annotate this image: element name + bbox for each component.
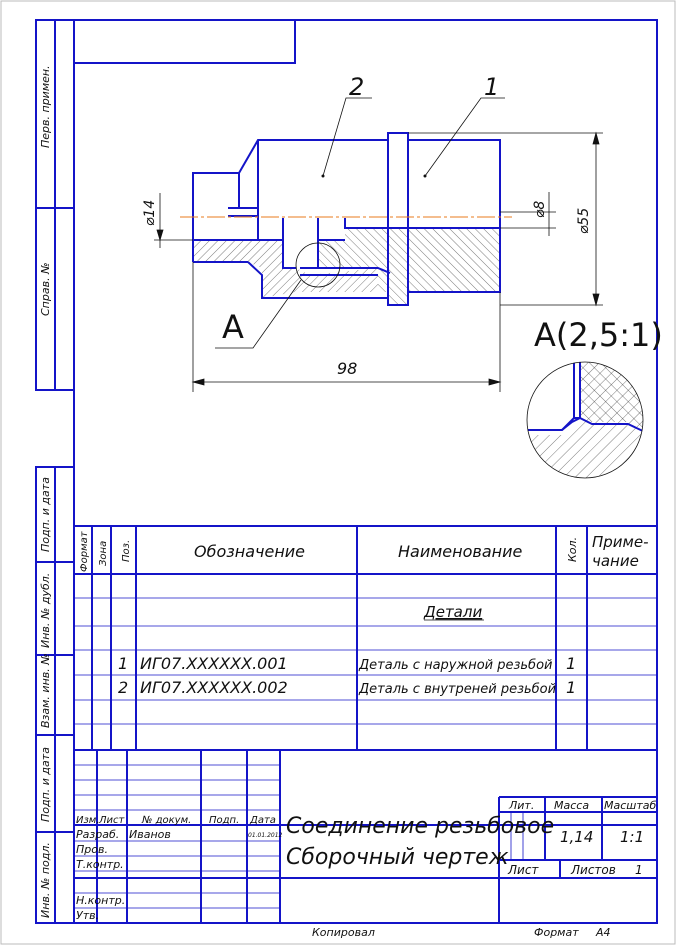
assembly-outline: [192, 132, 501, 306]
prov-label: Пров.: [76, 843, 108, 856]
row-qty: 1: [566, 654, 576, 673]
list-label: Лист: [507, 863, 539, 877]
view-label-a: A: [222, 308, 244, 346]
razrab-name: Иванов: [129, 828, 171, 841]
side-label-inv-podl: Инв. № подл.: [39, 842, 52, 918]
sheet-footer: Копировал Формат А4: [312, 926, 611, 939]
razrab-label: Разраб.: [76, 828, 119, 841]
side-label-perv-primen: Перв. примен.: [39, 65, 52, 148]
section-title-details: Детали: [423, 603, 482, 621]
spec-table: Формат Зона Поз. Обозначение Наименовани…: [74, 525, 657, 750]
col-data: Дата: [249, 815, 276, 826]
header-name: Наименование: [398, 542, 522, 561]
spec-row-2: 2 ИГ07.XXXXXX.002 Деталь с внутреней рез…: [118, 678, 576, 697]
format-value: А4: [595, 926, 611, 939]
detail-circle: [526, 361, 644, 479]
side-strip-labels: Перв. примен. Справ. № Подп. и дата Инв.…: [39, 65, 52, 918]
header-designation: Обозначение: [194, 542, 305, 561]
header-note-line1: Приме-: [592, 533, 649, 551]
header-note-line2: чание: [592, 552, 639, 570]
assembly-drawing: 2 1 ⌀14 ⌀8 ⌀55 98 A A(2,5:1): [142, 73, 663, 479]
masshtab-value: 1:1: [620, 828, 644, 846]
side-label-vzam-inv: Взам. инв. №: [39, 653, 52, 728]
nkontr-label: Н.контр.: [76, 894, 125, 907]
lit-label: Лит.: [508, 799, 534, 812]
massa-value: 1,14: [560, 828, 593, 846]
doc-title-line2: Сборочный чертеж: [286, 845, 509, 870]
razrab-date: 01.01.2012: [248, 832, 283, 839]
header-zone: Зона: [98, 541, 109, 566]
row-name: Деталь с наружной резьбой: [358, 658, 552, 673]
col-docum: № докум.: [141, 815, 191, 826]
col-list: Лист: [98, 815, 126, 826]
header-format: Формат: [79, 530, 90, 572]
row-qty: 1: [566, 678, 576, 697]
listov-label: Листов: [570, 863, 616, 877]
row-designation: ИГ07.XXXXXX.001: [140, 654, 288, 673]
col-podp: Подп.: [209, 815, 239, 826]
header-pos: Поз.: [121, 540, 132, 562]
side-label-podp-data-1: Подп. и дата: [39, 477, 52, 552]
row-name: Деталь с внутреней резьбой: [358, 682, 556, 697]
detail-view: [527, 362, 643, 478]
row-pos: 2: [118, 678, 128, 697]
utv-label: Утв.: [76, 909, 99, 922]
doc-title-line1: Соединение резьбовое: [286, 814, 554, 839]
row-designation: ИГ07.XXXXXX.002: [140, 678, 288, 697]
col-izm: Изм.: [76, 815, 100, 826]
side-label-sprav-no: Справ. №: [39, 262, 52, 316]
listov-value: 1: [635, 863, 643, 877]
spec-row-1: 1 ИГ07.XXXXXX.001 Деталь с наружной резь…: [118, 654, 576, 673]
title-block: Изм. Лист № докум. Подп. Дата Разраб. Ив…: [74, 749, 657, 923]
masshtab-label: Масштаб: [604, 799, 656, 812]
kopiroval-label: Копировал: [312, 926, 375, 939]
callout-2: 2: [349, 73, 364, 101]
main-frame: [35, 19, 658, 924]
side-label-podp-data-2: Подп. и дата: [39, 747, 52, 822]
format-label: Формат: [534, 926, 579, 939]
dimension-lines: [154, 97, 603, 392]
row-pos: 1: [118, 654, 128, 673]
callout-1: 1: [484, 73, 499, 101]
dim-d55-label: ⌀55: [576, 208, 592, 234]
header-qty: Кол.: [566, 537, 579, 562]
side-label-inv-dubl: Инв. № дубл.: [39, 573, 52, 648]
dim-d14-label: ⌀14: [142, 200, 158, 226]
detail-label: A(2,5:1): [534, 316, 663, 354]
dim-d8-label: ⌀8: [532, 201, 548, 218]
massa-label: Масса: [554, 799, 589, 812]
dim-98-label: 98: [337, 359, 357, 378]
tkontr-label: Т.контр.: [76, 858, 124, 871]
